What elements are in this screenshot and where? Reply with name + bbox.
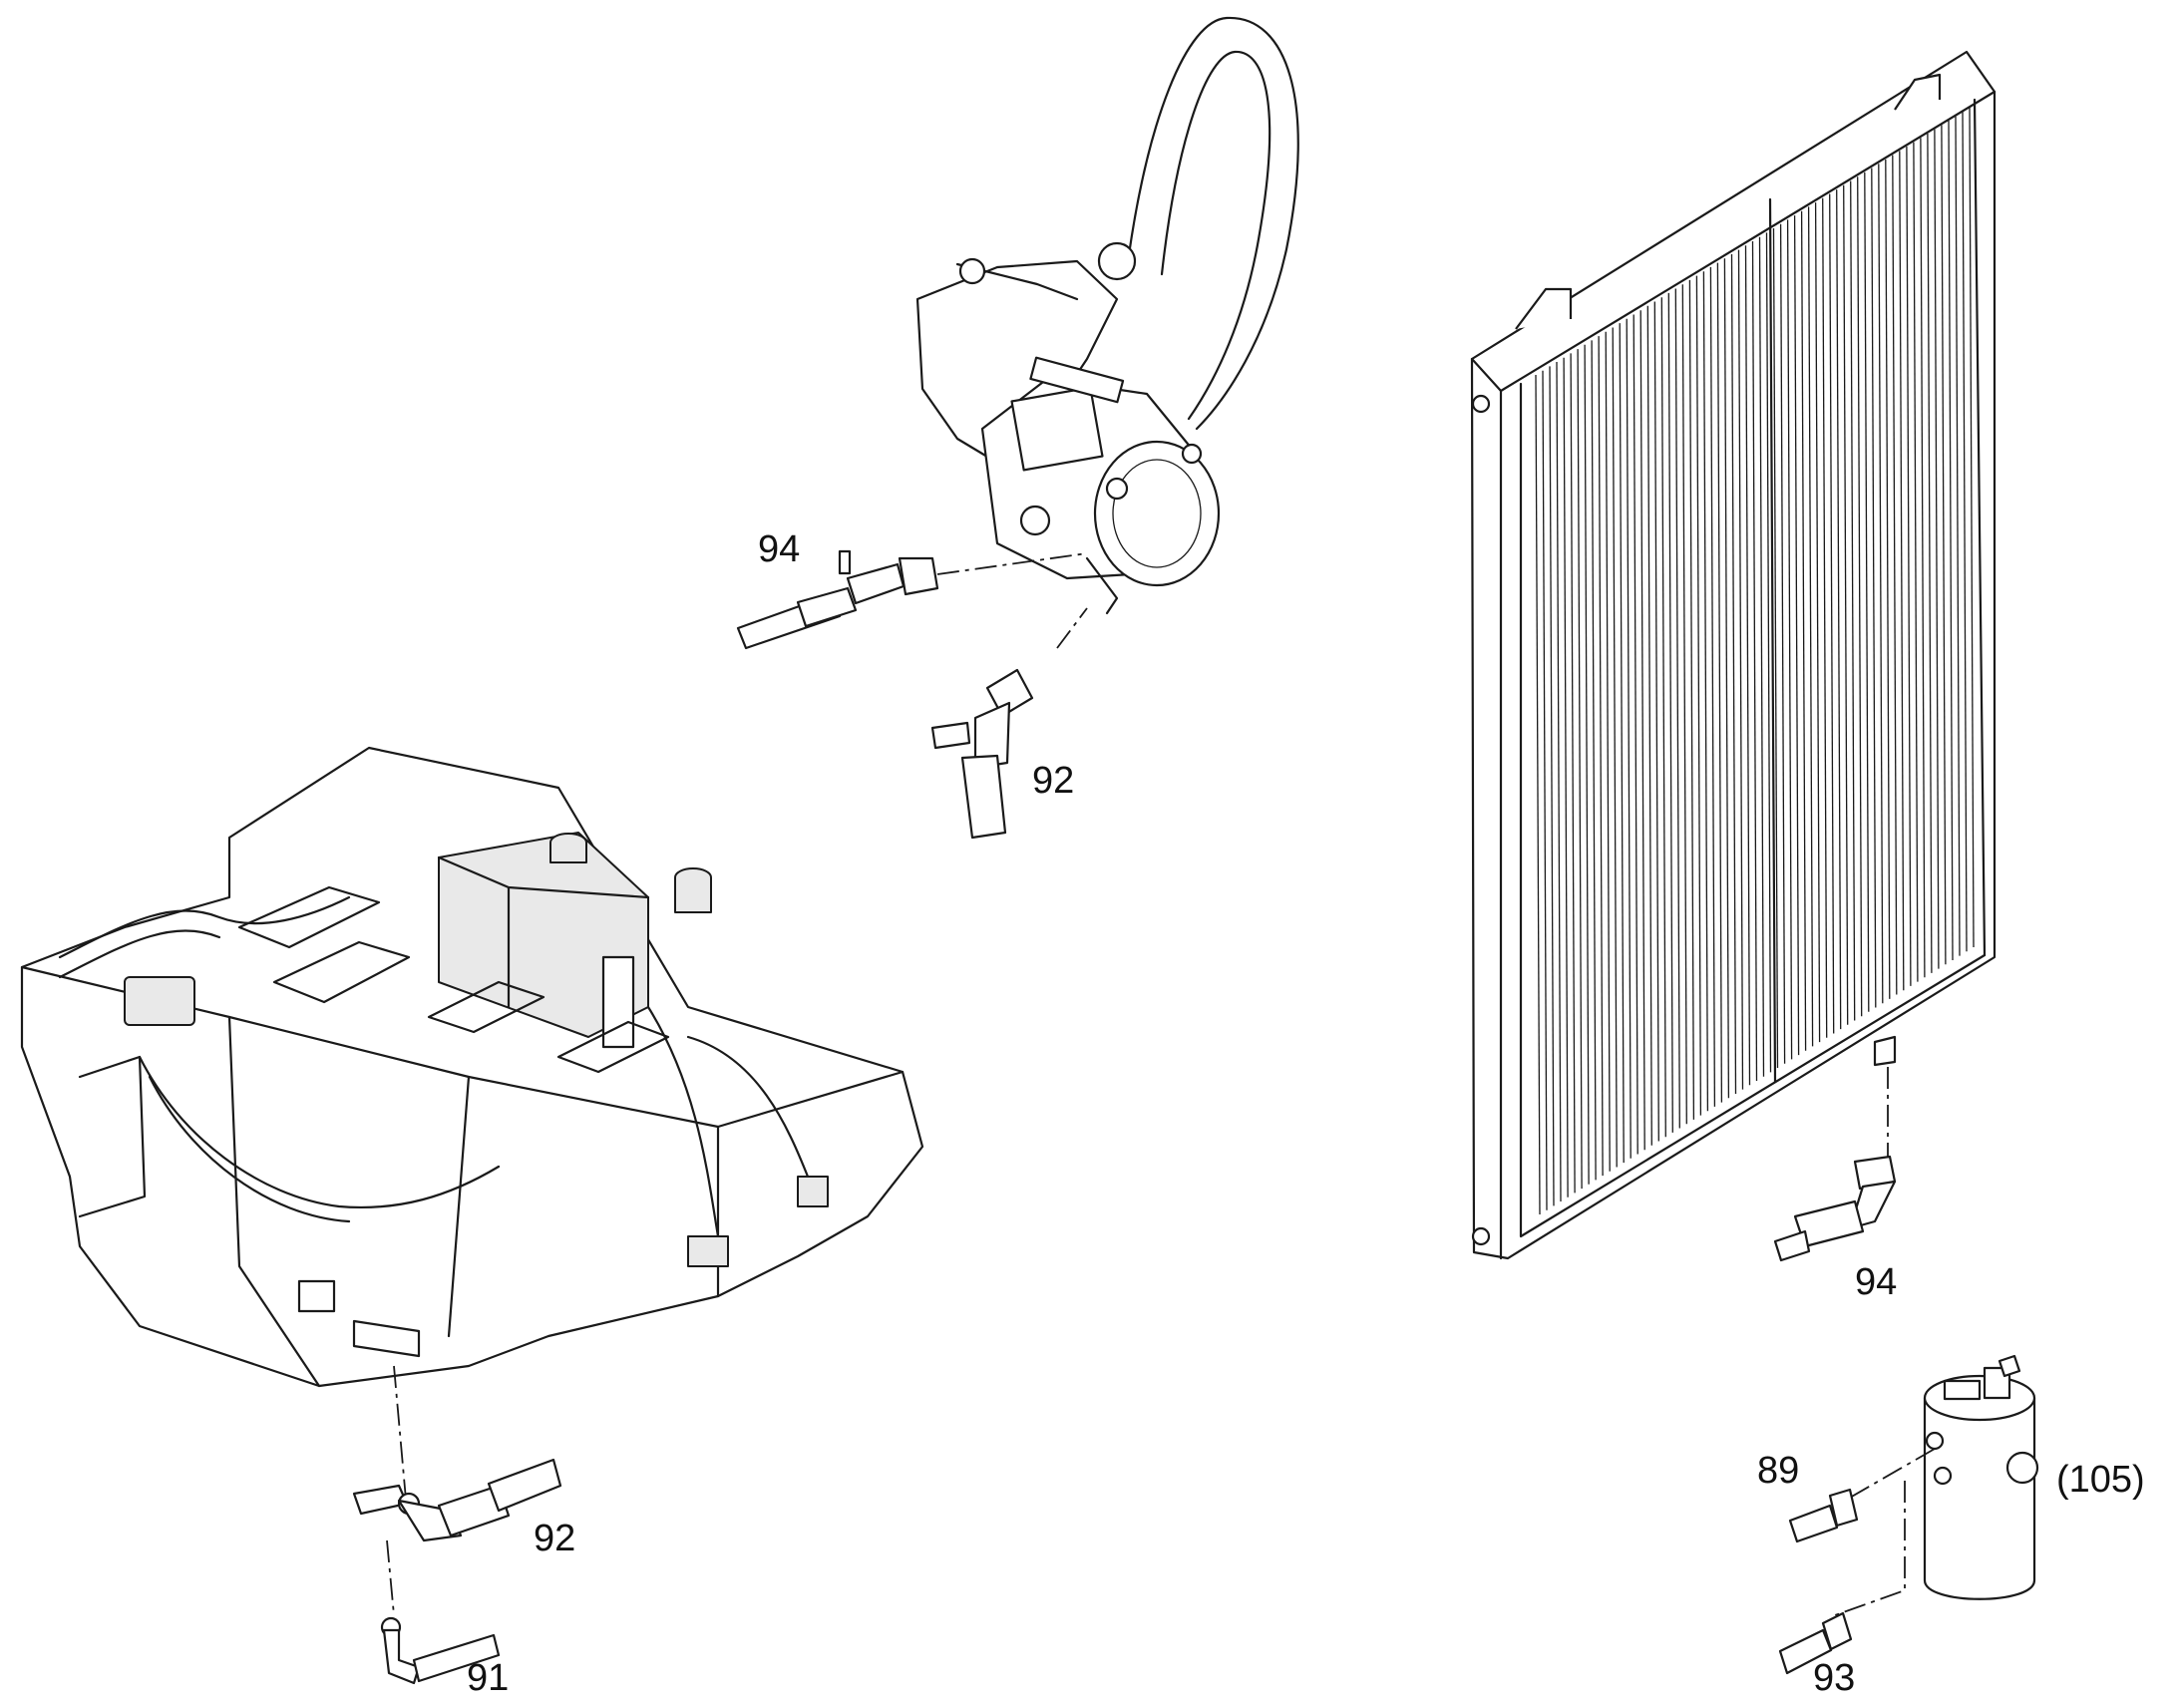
condenser-fin-line — [1786, 219, 1793, 1060]
condenser-fin-line — [1948, 120, 1954, 961]
callout-91-evaporator: 91 — [467, 1657, 509, 1699]
condenser-fin-line — [1871, 168, 1877, 1008]
condenser-fin-line — [1660, 297, 1666, 1138]
condenser-fin-line — [1814, 202, 1821, 1043]
condenser-fin-line — [1878, 164, 1884, 1004]
callout-89: 89 — [1757, 1450, 1799, 1492]
condenser-fin-line — [1892, 155, 1898, 995]
condenser-fin-line — [1843, 184, 1849, 1025]
drier-fitting-upper — [1788, 1488, 1859, 1543]
condenser-fin-line — [1570, 353, 1576, 1194]
condenser-fin-line — [1836, 189, 1842, 1030]
condenser-fin-line — [1969, 107, 1975, 948]
condenser-fins — [1535, 107, 1975, 1215]
condenser-fin-line — [1674, 288, 1680, 1129]
condenser-fin-line — [1913, 142, 1919, 982]
condenser-fin-line — [1850, 180, 1856, 1021]
condenser-fin-line — [1556, 361, 1562, 1202]
condenser-fin-line — [1934, 129, 1940, 969]
condenser-fin-line — [1920, 138, 1926, 978]
condenser-fin-line — [1962, 112, 1968, 952]
condenser-fin-line — [1626, 318, 1632, 1159]
condenser-fin-line — [1779, 223, 1786, 1064]
receiver-drier — [1834, 1354, 2039, 1616]
condenser-fin-line — [1619, 323, 1625, 1164]
condenser-fin-line — [1758, 236, 1765, 1077]
condenser-fin-line — [1667, 292, 1673, 1133]
condenser-fin-line — [1542, 370, 1548, 1210]
condenser-fin-line — [1941, 125, 1947, 965]
condenser-fin-line — [1549, 366, 1555, 1206]
condenser-fin-line — [1885, 159, 1891, 999]
condenser-fin-line — [1584, 344, 1590, 1185]
drier-fitting-lower — [1778, 1611, 1853, 1675]
condenser-fin-line — [1737, 249, 1744, 1090]
compressor-discharge-hose — [930, 607, 1088, 840]
condenser-fin-line — [1702, 271, 1709, 1112]
condenser-fin-line — [1633, 314, 1638, 1155]
condenser-fin-line — [1639, 310, 1645, 1151]
condenser-fin-line — [1695, 275, 1702, 1116]
condenser-fin-line — [1864, 171, 1870, 1012]
condenser-fin-line — [1577, 349, 1583, 1190]
condenser-fin-line — [1800, 210, 1807, 1051]
evaporator-pipe — [380, 1616, 501, 1685]
condenser-fin-line — [1535, 374, 1541, 1215]
condenser-fin-line — [1563, 357, 1569, 1197]
condenser-fin-line — [1857, 176, 1863, 1017]
compressor-suction-hose — [736, 549, 1088, 650]
condenser-fin-line — [1955, 116, 1961, 956]
condenser-fin-line — [1723, 258, 1730, 1099]
callout-94-compressor: 94 — [758, 528, 800, 570]
condenser-fin-line — [1591, 340, 1597, 1181]
compressor-assembly — [915, 16, 1299, 615]
condenser-hose — [1773, 1155, 1897, 1262]
callout-92-compressor: 92 — [1032, 760, 1074, 802]
condenser — [1470, 50, 1997, 1260]
condenser-fin-line — [1807, 206, 1814, 1047]
condenser-fin-line — [1772, 227, 1779, 1069]
condenser-fin-line — [1605, 331, 1611, 1172]
hvac-evaporator-unit — [20, 746, 924, 1512]
condenser-fin-line — [1612, 327, 1618, 1168]
callout-105: (105) — [2056, 1459, 2145, 1501]
condenser-fin-line — [1744, 245, 1751, 1086]
condenser-fin-line — [1899, 151, 1905, 991]
condenser-fin-line — [1709, 266, 1716, 1107]
condenser-fin-line — [1646, 305, 1652, 1146]
condenser-fin-line — [1730, 253, 1737, 1095]
condenser-fin-line — [1765, 232, 1772, 1073]
condenser-fin-line — [1793, 215, 1800, 1056]
callout-94-condenser: 94 — [1855, 1261, 1897, 1303]
condenser-fin-line — [1716, 262, 1723, 1103]
condenser-fin-line — [1598, 336, 1604, 1177]
condenser-fin-line — [1927, 133, 1933, 973]
condenser-fin-line — [1822, 197, 1828, 1038]
condenser-fin-line — [1751, 240, 1758, 1082]
condenser-fin-line — [1688, 279, 1695, 1120]
callout-93: 93 — [1813, 1657, 1855, 1699]
evaporator-hose — [352, 1458, 562, 1616]
condenser-fin-line — [1829, 193, 1835, 1034]
condenser-fin-line — [1681, 284, 1687, 1125]
condenser-divider — [1768, 197, 1777, 1084]
callout-92-evaporator: 92 — [534, 1518, 575, 1559]
condenser-fin-line — [1906, 146, 1912, 986]
condenser-fin-line — [1653, 301, 1659, 1142]
